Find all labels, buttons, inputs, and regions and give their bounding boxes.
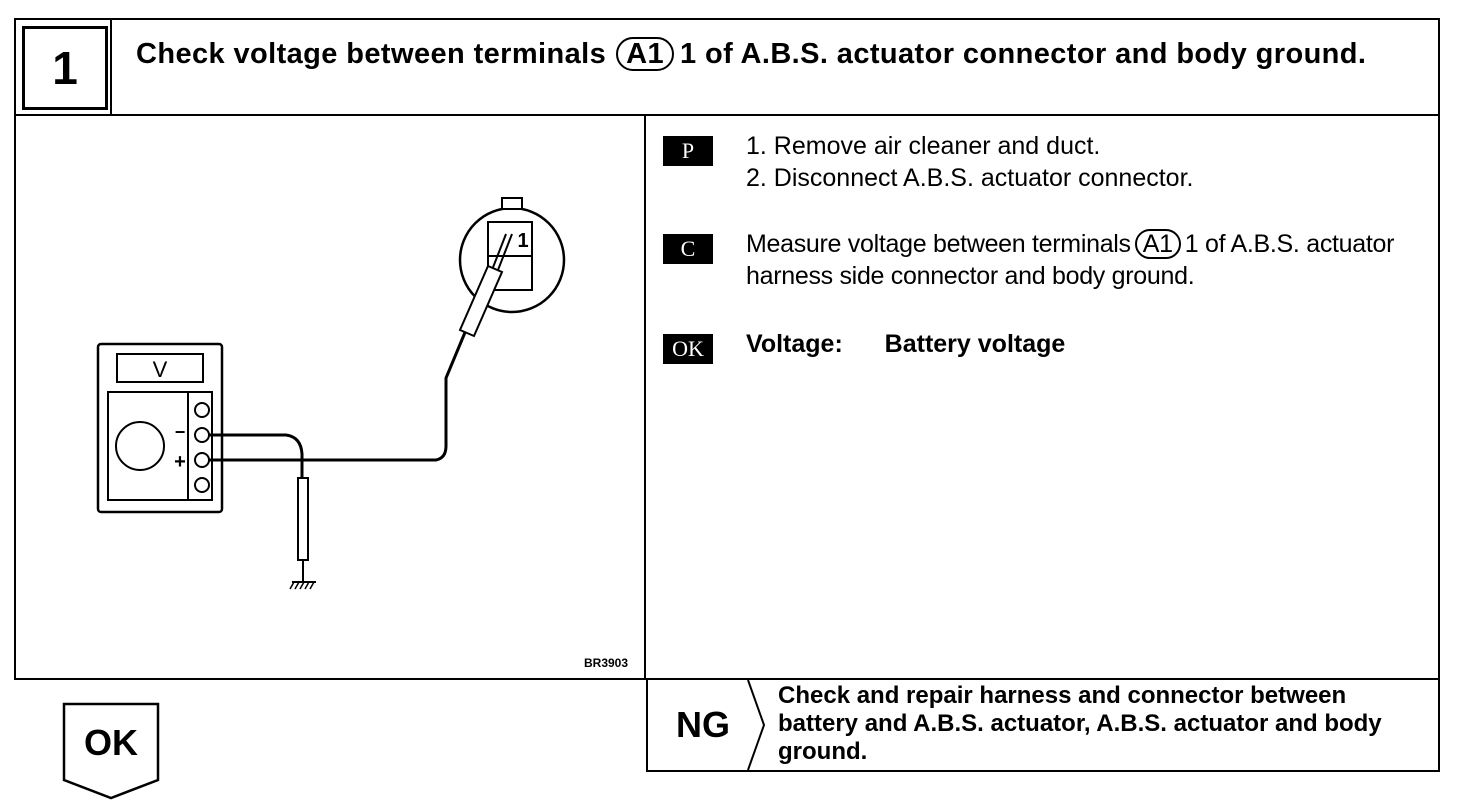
terminal-label: 1	[517, 230, 528, 252]
chevron-right-icon	[747, 680, 766, 770]
multimeter-icon: V − +	[96, 342, 224, 514]
check-badge: C	[663, 234, 713, 264]
column-divider	[644, 114, 646, 680]
ok-spec-label: Voltage:	[746, 330, 843, 358]
ng-label: NG	[676, 704, 730, 745]
check-connector-code: A1	[1134, 229, 1181, 259]
step-number-box: 1	[16, 20, 112, 114]
check-text-before: Measure voltage between terminals	[746, 230, 1131, 258]
procedure-steps: 1. Remove air cleaner and duct. 2. Disco…	[746, 130, 1426, 194]
ok-badge: OK	[663, 334, 713, 364]
connector-code: A1	[616, 37, 674, 71]
positive-probe-icon	[458, 233, 513, 338]
step-number: 1	[22, 26, 108, 110]
procedure-step: 1. Remove air cleaner and duct.	[746, 132, 1101, 160]
ok-arrow-icon	[62, 702, 160, 800]
minus-sign: −	[175, 422, 186, 442]
check-text-after: 1 of A.B.S. actuator harness side connec…	[746, 230, 1395, 290]
ok-result-label: OK	[84, 722, 138, 763]
ng-result: NG Check and repair harness and connecto…	[646, 678, 1440, 772]
procedure-step: 2. Disconnect A.B.S. actuator connector.	[746, 164, 1194, 192]
step-title-after: 1 of A.B.S. actuator connector and body …	[680, 38, 1367, 70]
procedure-badge: P	[663, 136, 713, 166]
ng-text: Check and repair harness and connector b…	[778, 682, 1382, 765]
ok-spec-value: Battery voltage	[884, 330, 1066, 358]
ok-spec: Voltage: Battery voltage	[746, 328, 1426, 360]
positive-lead	[209, 329, 468, 462]
step-title-before: Check voltage between terminals	[136, 38, 607, 70]
negative-lead	[209, 433, 304, 478]
wiring-diagram: V − + 1	[96, 197, 566, 590]
figure-code: BR3903	[584, 656, 629, 670]
plus-sign: +	[174, 451, 186, 473]
meter-label: V	[153, 357, 168, 382]
ground-probe-icon	[289, 477, 316, 590]
